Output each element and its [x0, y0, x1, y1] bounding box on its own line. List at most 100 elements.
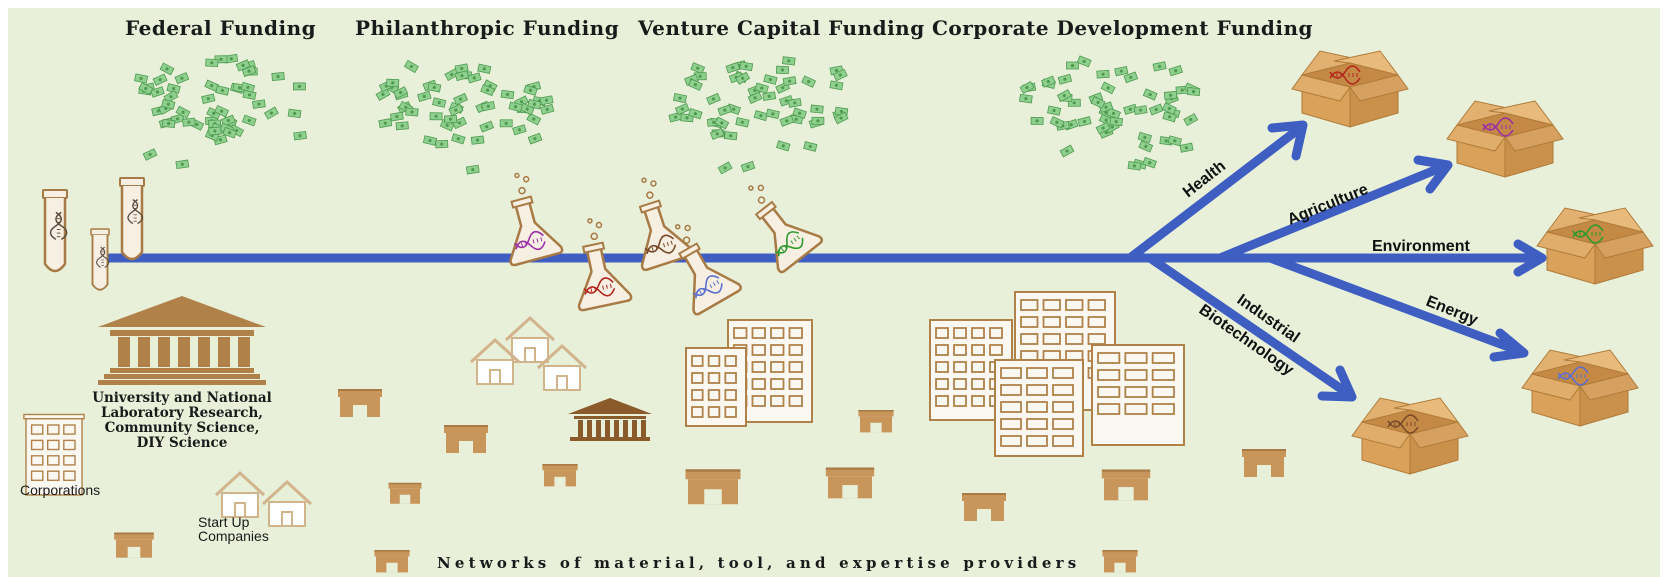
window	[1124, 403, 1148, 415]
money-bill-icon	[271, 71, 285, 82]
money-bill-icon	[453, 92, 469, 106]
window	[953, 395, 967, 407]
money-bill-icon	[775, 65, 790, 75]
health-arrow	[1125, 123, 1305, 263]
column	[605, 420, 610, 437]
window	[1097, 352, 1121, 364]
energy-box-icon	[1521, 349, 1639, 427]
shop-icon	[685, 469, 741, 505]
money-bill-icon	[251, 99, 266, 109]
window	[1000, 367, 1022, 379]
money-bill-icon	[717, 104, 733, 116]
shop-icon	[1102, 550, 1138, 573]
money-bill-icon	[1100, 81, 1116, 95]
window	[1026, 384, 1048, 396]
money-bill-icon	[1049, 116, 1065, 129]
window	[770, 344, 785, 356]
money-bill-icon	[739, 61, 754, 72]
column	[218, 337, 230, 367]
window	[770, 395, 785, 407]
shop-icon	[1101, 469, 1151, 501]
money-bill-icon	[1076, 55, 1092, 68]
column	[158, 337, 170, 367]
money-bill-icon	[803, 141, 818, 152]
money-bill-icon	[1179, 142, 1194, 153]
money-bill-icon	[526, 112, 542, 126]
money-bill-icon	[781, 56, 796, 66]
column	[623, 420, 628, 437]
window	[1042, 333, 1061, 345]
diagram-canvas: Federal Funding Philanthropic Funding Ve…	[20, 16, 1654, 573]
money-bill-icon	[182, 117, 196, 127]
money-bill-icon	[717, 161, 733, 175]
shop-icon	[858, 410, 894, 433]
venture-funding-label: Venture Capital Funding	[637, 16, 925, 40]
window	[30, 424, 44, 435]
window	[1065, 333, 1084, 345]
window	[1000, 435, 1022, 447]
money-bill-icon	[690, 62, 706, 75]
window	[1052, 384, 1074, 396]
window	[1124, 386, 1148, 398]
federal-funding-label: Federal Funding	[125, 16, 316, 40]
money-bill-icon	[829, 80, 844, 91]
money-clouds	[134, 53, 1201, 175]
window	[1026, 401, 1048, 413]
money-bill-icon	[512, 124, 527, 136]
money-bill-icon	[1183, 113, 1199, 127]
startups-label-line2: Companies	[198, 528, 269, 544]
window	[707, 372, 721, 384]
university-building-icon	[98, 296, 266, 385]
window	[63, 455, 76, 466]
window	[770, 327, 785, 339]
window	[751, 361, 766, 373]
money-bill-icon	[405, 107, 419, 117]
money-bill-icon	[263, 106, 279, 120]
window	[724, 372, 737, 384]
column	[238, 337, 250, 367]
money-bill-icon	[672, 92, 688, 104]
window	[724, 355, 737, 367]
window	[1097, 403, 1121, 415]
window	[691, 406, 704, 418]
window	[707, 355, 721, 367]
health-label: Health	[1180, 158, 1229, 202]
column	[596, 420, 601, 437]
money-bill-icon	[674, 103, 690, 116]
money-bill-icon	[539, 103, 555, 115]
money-bill-icon	[134, 73, 149, 84]
column	[632, 420, 637, 437]
window	[1026, 435, 1048, 447]
window	[1124, 369, 1148, 381]
column	[178, 337, 190, 367]
corporations-building-icon	[23, 413, 85, 496]
money-bill-icon	[1096, 69, 1110, 79]
money-bill-icon	[1047, 105, 1062, 116]
money-bill-icon	[1133, 105, 1148, 115]
money-bill-icon	[779, 114, 795, 127]
money-bill-icon	[723, 131, 738, 141]
window	[1052, 418, 1074, 430]
money-bill-icon	[735, 117, 750, 128]
money-bill-icon	[765, 108, 780, 120]
window	[30, 439, 44, 451]
money-bill-icon	[443, 114, 458, 124]
house-icon	[214, 471, 266, 519]
shop-icon	[825, 467, 875, 499]
money-bill-icon	[1152, 61, 1167, 72]
money-bill-icon	[429, 112, 443, 121]
test-tube-icon	[118, 176, 146, 261]
money-bill-icon	[753, 110, 769, 122]
window	[1042, 299, 1061, 311]
column	[614, 420, 619, 437]
office-building-icon	[994, 359, 1084, 457]
money-bill-icon	[403, 59, 419, 74]
window	[30, 470, 44, 481]
window	[733, 327, 748, 339]
window	[1020, 333, 1039, 345]
money-bill-icon	[1090, 96, 1106, 109]
money-bill-icon	[395, 121, 409, 131]
money-bill-icon	[776, 140, 791, 152]
window	[691, 372, 704, 384]
column	[641, 420, 646, 437]
